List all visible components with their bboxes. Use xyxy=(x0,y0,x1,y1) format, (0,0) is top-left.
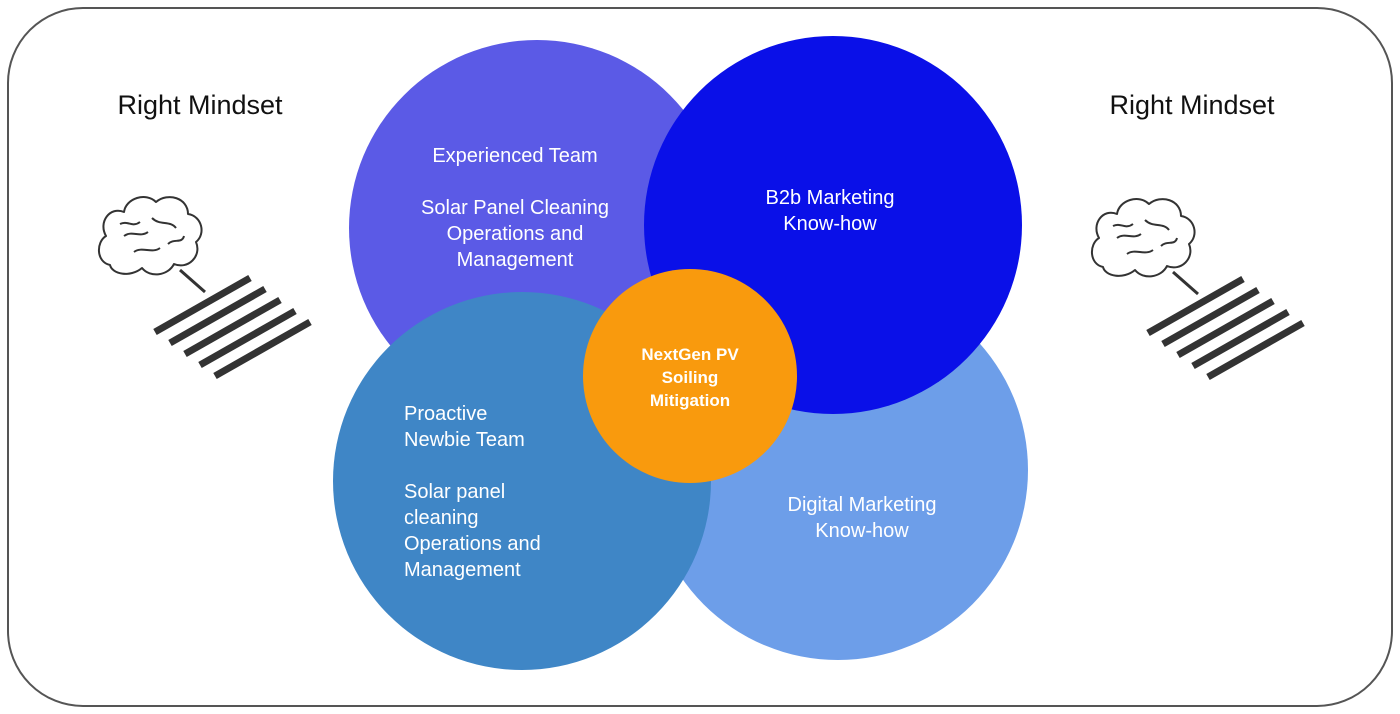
experienced-team-label: Experienced Team Solar Panel Cleaning Op… xyxy=(421,145,609,271)
brain-connector-line xyxy=(1172,270,1199,296)
proactive-team-label: Proactive Newbie Team Solar panel cleani… xyxy=(404,403,541,581)
b2b-marketing-label: B2b Marketing Know-how xyxy=(765,187,895,235)
left-mindset-title: Right Mindset xyxy=(117,90,283,120)
right-mindset-title: Right Mindset xyxy=(1109,90,1275,120)
solar-panel-icon xyxy=(153,274,312,380)
center-circle xyxy=(583,269,797,483)
brain-icon xyxy=(98,196,203,276)
brain-connector-line xyxy=(179,268,206,294)
solar-panel-icon xyxy=(1146,275,1305,381)
center-label: NextGen PV Soiling Mitigation xyxy=(641,345,739,410)
brain-icon xyxy=(1091,198,1196,278)
digital-marketing-label: Digital Marketing Know-how xyxy=(787,494,937,542)
